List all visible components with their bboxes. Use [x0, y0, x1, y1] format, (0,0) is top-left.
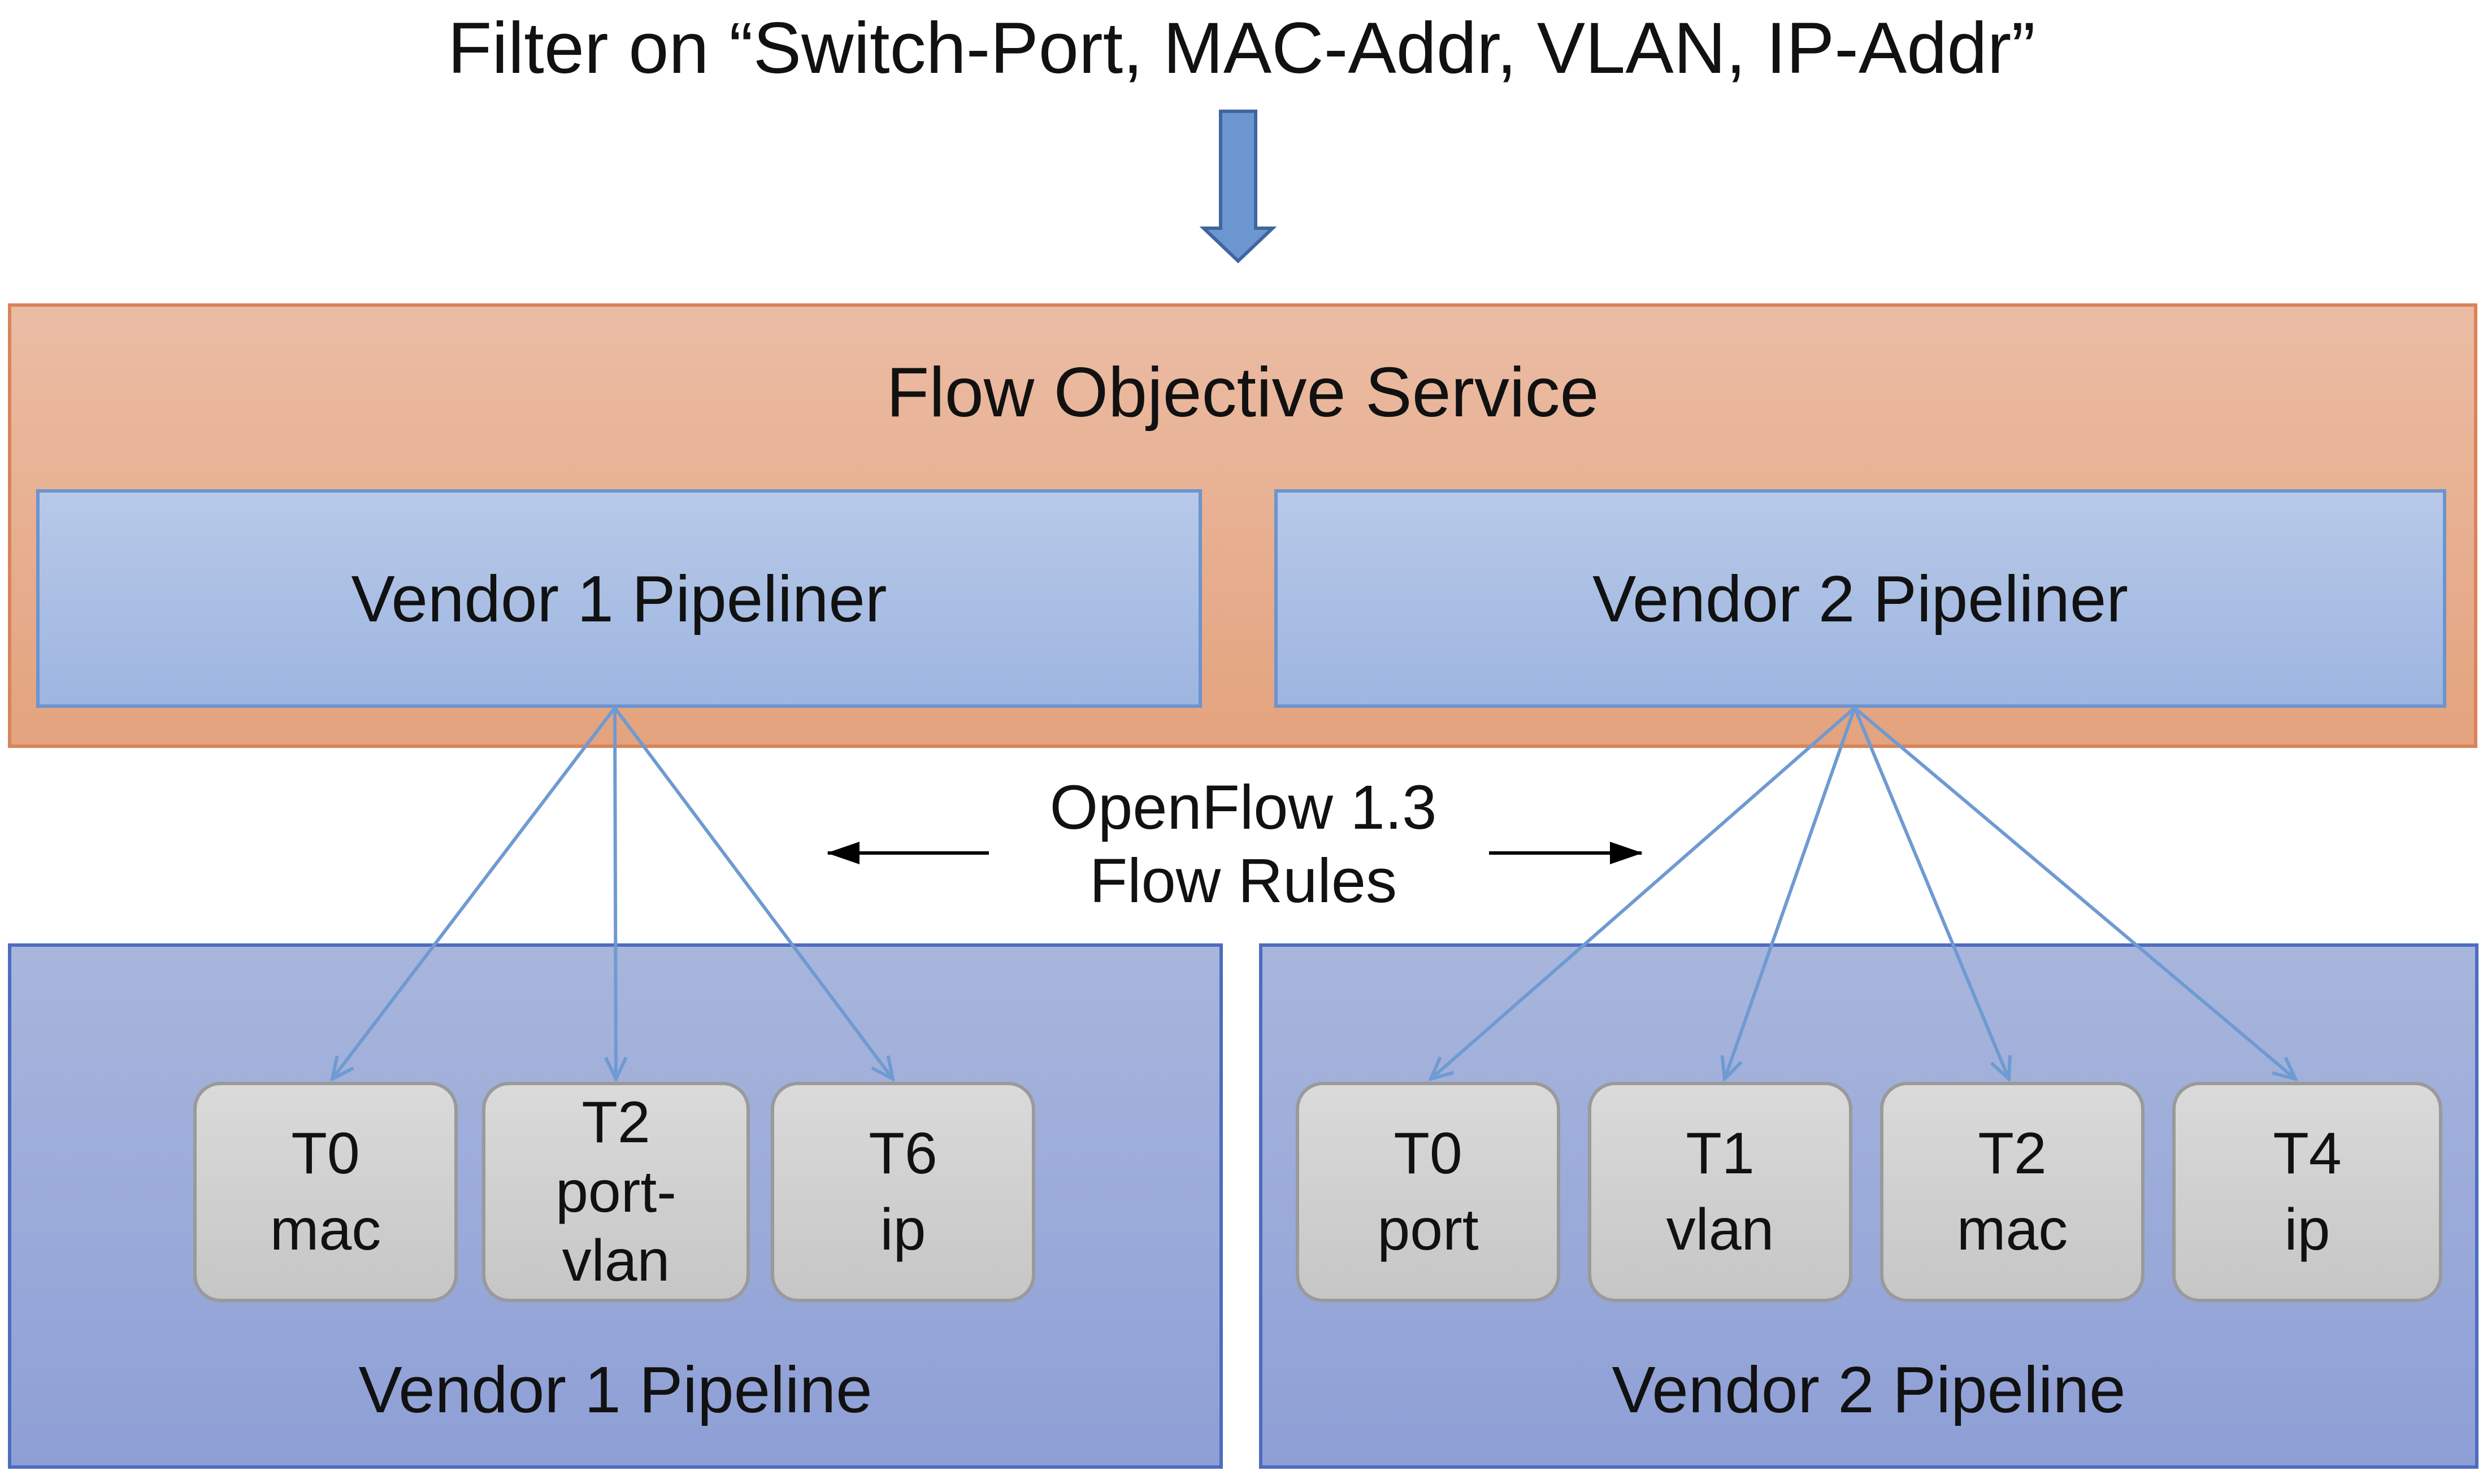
table-id: T1: [1686, 1120, 1755, 1186]
table-id: T4: [2273, 1120, 2342, 1186]
service-title: Flow Objective Service: [886, 354, 1599, 432]
flow-rule-connector: [1431, 706, 1856, 1079]
table-name: ip: [2284, 1197, 2330, 1263]
table-id: T0: [1394, 1120, 1462, 1186]
openflow-label: OpenFlow 1.3 Flow Rules: [961, 768, 1526, 921]
table-name: port-: [555, 1159, 676, 1225]
flow-rule-connector: [1725, 707, 1856, 1079]
table-id: T6: [869, 1120, 937, 1186]
vendor-1-pipeliner: Vendor 1 Pipeliner: [36, 489, 1202, 708]
table-box: T4 ip: [2172, 1082, 2442, 1302]
filter-caption: Filter on “Switch-Port, MAC-Addr, VLAN, …: [448, 7, 2035, 89]
table-box: T2 port- vlan: [482, 1082, 750, 1302]
table-box: T0 port: [1296, 1082, 1560, 1302]
vendor-2-pipeline-label: Vendor 2 Pipeline: [1612, 1353, 2126, 1426]
table-box: T1 vlan: [1588, 1082, 1852, 1302]
flow-rule-connector: [1853, 707, 2009, 1079]
flow-rule-connector: [332, 707, 617, 1079]
flow-rule-connector: [1853, 706, 2295, 1079]
flow-rule-connector: [613, 707, 893, 1079]
openflow-line-2: Flow Rules: [1089, 846, 1397, 916]
table-id: T0: [291, 1120, 360, 1186]
flow-rule-connector: [615, 707, 616, 1079]
vendor-2-pipeliner: Vendor 2 Pipeliner: [1274, 489, 2446, 708]
openflow-line-1: OpenFlow 1.3: [1049, 773, 1437, 843]
table-id: T2: [581, 1089, 650, 1155]
table-id: T2: [1978, 1120, 2047, 1186]
table-box: T0 mac: [193, 1082, 458, 1302]
table-name: mac: [1956, 1197, 2068, 1263]
table-name: vlan: [562, 1228, 670, 1294]
table-box: T2 mac: [1880, 1082, 2145, 1302]
table-box: T6 ip: [771, 1082, 1035, 1302]
table-name: mac: [270, 1197, 381, 1263]
table-name: ip: [880, 1197, 926, 1263]
table-name: port: [1377, 1197, 1479, 1263]
table-name: vlan: [1666, 1197, 1774, 1263]
vendor-1-pipeline-label: Vendor 1 Pipeline: [358, 1353, 872, 1426]
